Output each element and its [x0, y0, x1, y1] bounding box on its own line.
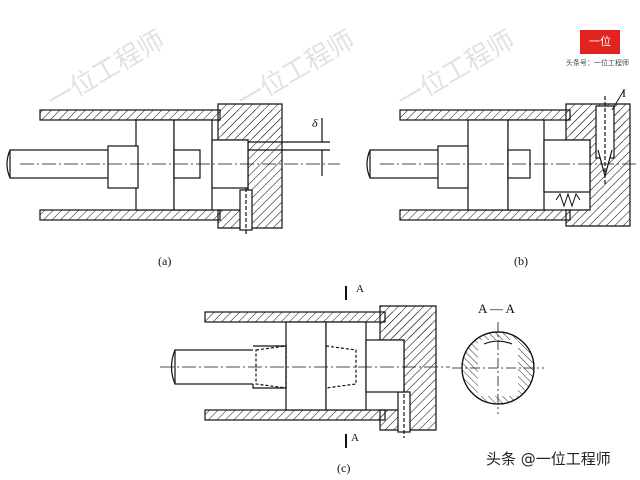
diagram-a: [6, 103, 340, 236]
diagram-b: [366, 89, 636, 227]
section-cut-marker-top: A: [356, 283, 364, 295]
brand-caption: 头条号：一位工程师: [566, 59, 629, 67]
detail-marker: I: [622, 86, 626, 100]
section-cut-marker-bottom: A: [351, 432, 359, 444]
diagram-c: [160, 286, 544, 448]
gap-delta-label: δ: [312, 116, 318, 130]
brand-badge: 一位: [580, 30, 620, 54]
footer-attribution: 头条 @一位工程师: [486, 450, 611, 468]
figure-label-c: (c): [337, 461, 351, 475]
section-title: A — A: [478, 301, 515, 316]
figure-label-a: (a): [158, 254, 172, 268]
figure-label-b: (b): [514, 254, 528, 268]
